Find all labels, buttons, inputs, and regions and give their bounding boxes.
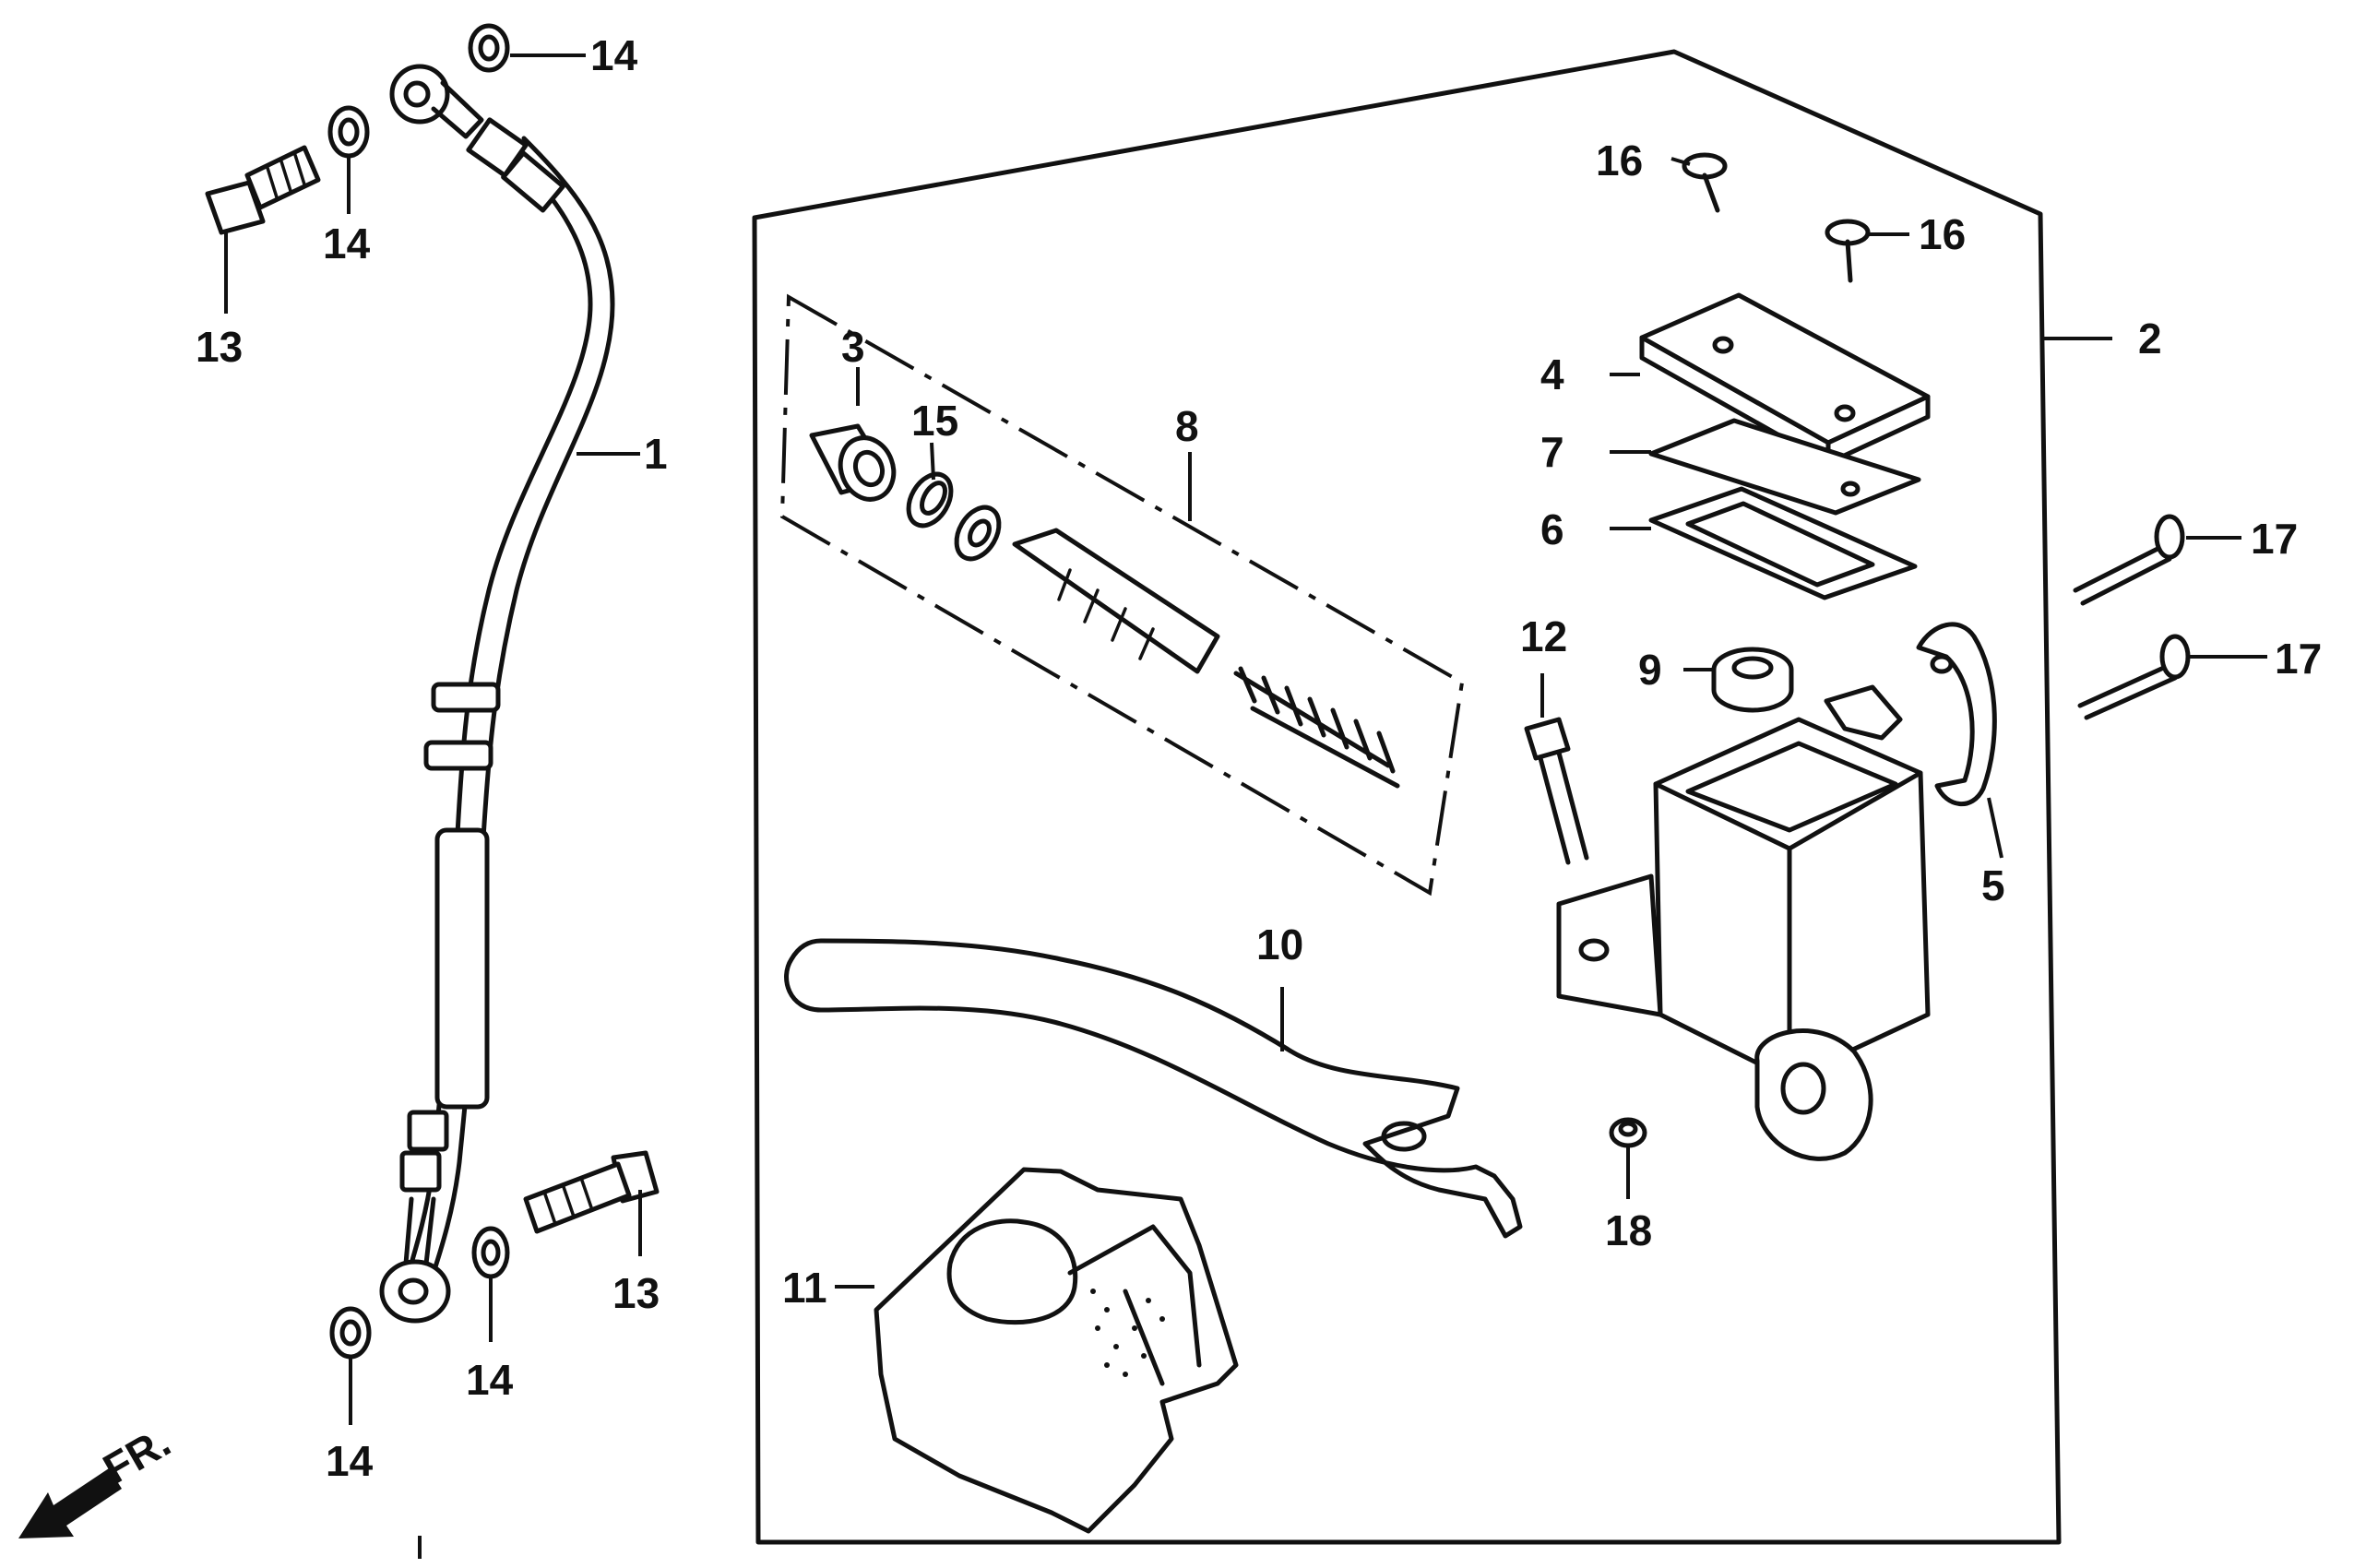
callout-2: 2 — [2138, 315, 2162, 362]
brake-hose — [379, 64, 615, 1324]
front-arrow-icon — [18, 1468, 122, 1538]
callout-17-bottom: 17 — [2275, 635, 2322, 683]
callout-6: 6 — [1540, 505, 1564, 553]
assembly-outline — [752, 49, 2062, 1545]
callout-12: 12 — [1520, 612, 1567, 660]
callout-10: 10 — [1256, 921, 1303, 968]
piston-kit-outline — [779, 293, 1465, 897]
cover-texture — [1090, 1289, 1165, 1377]
callout-14-left: 14 — [323, 220, 371, 267]
front-direction-marker: FR. — [18, 1418, 178, 1538]
callout-13-top: 13 — [196, 323, 243, 371]
callout-14-mid: 14 — [466, 1356, 514, 1404]
callout-13-bottom: 13 — [612, 1269, 660, 1317]
callout-11: 11 — [782, 1264, 827, 1312]
callout-9: 9 — [1638, 646, 1662, 694]
holder-clamp — [1916, 622, 1997, 806]
sealing-washers — [327, 23, 510, 1360]
cap-screws — [1682, 152, 1871, 283]
leader-lines — [224, 53, 2267, 1425]
callout-14-bottom: 14 — [326, 1437, 374, 1485]
lever-cover — [874, 1167, 1239, 1534]
callout-14-top: 14 — [590, 31, 638, 79]
callout-8: 8 — [1175, 402, 1199, 450]
callout-15: 15 — [911, 397, 958, 445]
callout-7: 7 — [1540, 428, 1564, 476]
callout-16-second: 16 — [1919, 210, 1966, 258]
pivot-bolt — [1524, 717, 1589, 865]
callout-18: 18 — [1605, 1206, 1652, 1254]
part-callouts: 14 14 13 1 13 14 14 3 15 8 16 16 2 4 7 6… — [196, 31, 2322, 1485]
master-cylinder-body — [1556, 684, 1931, 1161]
banjo-bolts — [205, 145, 660, 1234]
callout-5: 5 — [1981, 861, 2005, 909]
callout-17-top: 17 — [2251, 515, 2298, 563]
reservoir-cap-stack — [1639, 292, 1931, 600]
pivot-nut — [1609, 1117, 1647, 1148]
reservoir-seal — [1711, 647, 1794, 713]
holder-bolts — [2073, 514, 2191, 720]
brake-lever — [784, 938, 1523, 1239]
callout-4: 4 — [1540, 350, 1564, 398]
callout-3: 3 — [841, 323, 865, 371]
piston-kit-parts — [809, 423, 1400, 789]
callout-16-top: 16 — [1596, 137, 1643, 184]
callout-1: 1 — [644, 430, 668, 478]
